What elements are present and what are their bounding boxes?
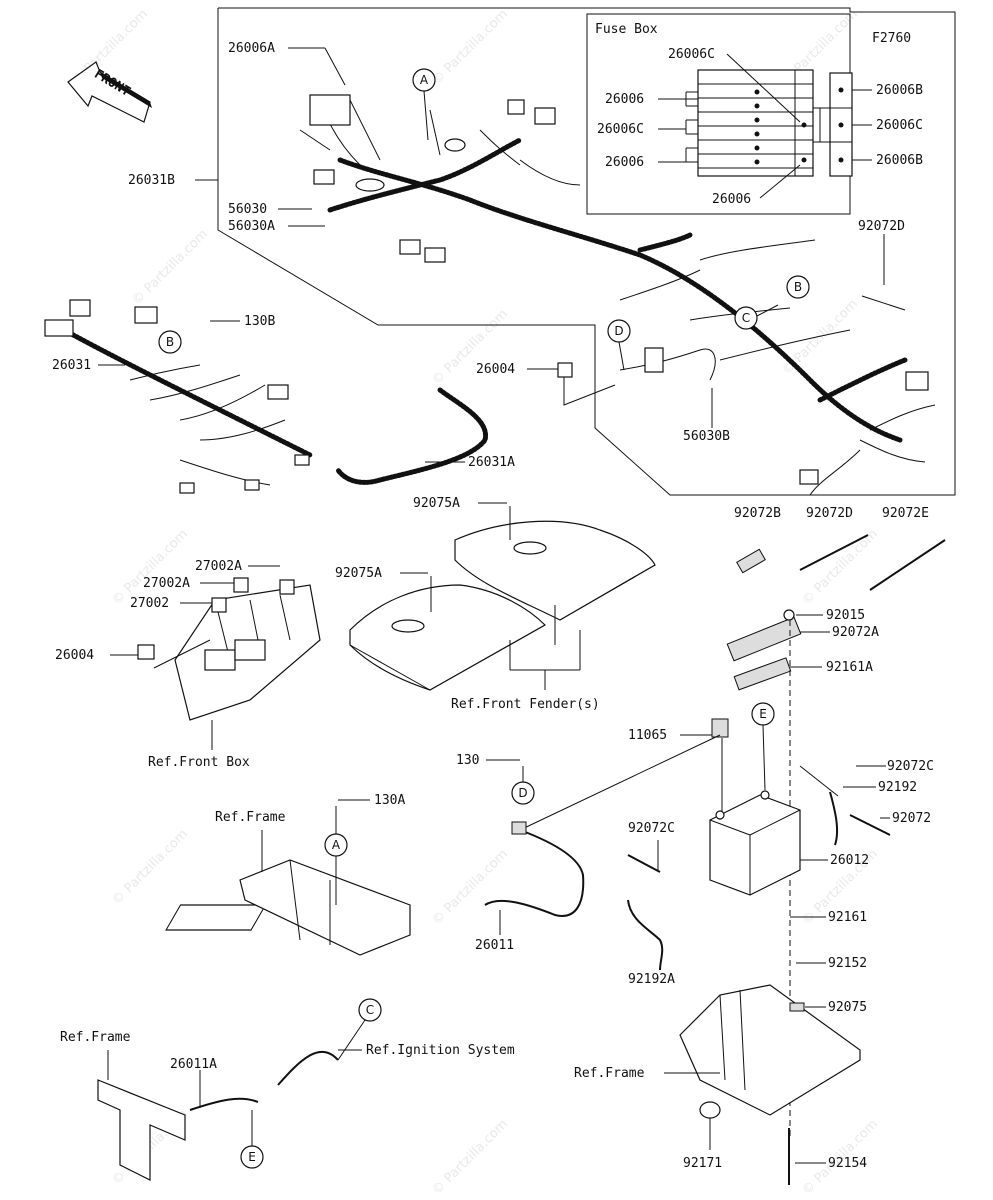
harness-26031A: [335, 387, 488, 485]
label-ref-front-box: Ref.Front Box: [148, 755, 250, 770]
label-26006C-top: 26006C: [668, 47, 715, 62]
label-92072E: 92072E: [882, 506, 929, 521]
label-26011A: 26011A: [170, 1057, 217, 1072]
label-130A: 130A: [374, 793, 405, 808]
fuse-block-right: [813, 72, 853, 177]
svg-text:B: B: [794, 280, 802, 294]
callout-D-top: D: [607, 319, 631, 343]
svg-text:A: A: [332, 838, 341, 852]
svg-text:B: B: [166, 335, 174, 349]
label-92072B: 92072B: [734, 506, 781, 521]
main-harness-26031B: [299, 94, 936, 496]
frame-section-3: [97, 1050, 186, 1181]
diagram-id: F2760: [872, 31, 911, 46]
label-26004-top: 26004: [476, 362, 515, 377]
label-92075: 92075: [828, 1000, 867, 1015]
label-26031: 26031: [52, 358, 91, 373]
front-arrow-icon: FRONT: [67, 61, 152, 123]
label-92154: 92154: [828, 1156, 867, 1171]
harness-26031: [44, 299, 313, 494]
frame-section-1: [239, 830, 411, 956]
svg-text:A: A: [420, 73, 429, 87]
label-56030B: 56030B: [683, 429, 730, 444]
label-26031A: 26031A: [468, 455, 515, 470]
battery-tray: [679, 984, 861, 1119]
label-26006C-b: 26006C: [597, 122, 644, 137]
label-92075A-mid: 92075A: [335, 566, 382, 581]
label-92171: 92171: [683, 1156, 722, 1171]
label-26006A: 26006A: [228, 41, 275, 56]
front-box: [137, 577, 321, 721]
label-26006B-a: 26006B: [876, 83, 923, 98]
callout-A-top: A: [412, 68, 436, 92]
svg-text:D: D: [614, 324, 623, 338]
label-92072C-left: 92072C: [628, 821, 675, 836]
svg-text:E: E: [759, 707, 767, 721]
label-92072C-right: 92072C: [887, 759, 934, 774]
harness-group-border: [217, 7, 956, 496]
label-27002A-2: 27002A: [143, 576, 190, 591]
label-92072: 92072: [892, 811, 931, 826]
label-26031B: 26031B: [128, 173, 175, 188]
callout-E-bottom: E: [240, 1145, 264, 1169]
strap-parts: [726, 534, 946, 691]
label-92192: 92192: [878, 780, 917, 795]
label-11065: 11065: [628, 728, 667, 743]
label-92152: 92152: [828, 956, 867, 971]
callout-D-mid: D: [511, 781, 535, 805]
fuse-leaders: [658, 53, 872, 199]
svg-text:C: C: [742, 311, 750, 325]
cable-26011A: [189, 1097, 259, 1111]
battery: [165, 790, 801, 931]
label-26006B-b: 26006B: [876, 153, 923, 168]
cable-92192A: [627, 899, 664, 971]
label-92015: 92015: [826, 608, 865, 623]
label-26012: 26012: [830, 853, 869, 868]
callout-A-mid: A: [324, 833, 348, 857]
part-11065: [711, 718, 729, 738]
label-27002A-1: 27002A: [195, 559, 242, 574]
main-leaders: [98, 47, 885, 463]
callout-B-right: B: [786, 275, 810, 299]
label-92072D-mid: 92072D: [806, 506, 853, 521]
callout-C-bottom: C: [358, 998, 382, 1022]
label-26006-bottom: 26006: [712, 192, 751, 207]
label-26006-a: 26006: [605, 92, 644, 107]
label-92192A: 92192A: [628, 972, 675, 987]
svg-text:D: D: [518, 786, 527, 800]
label-ref-front-fender: Ref.Front Fender(s): [451, 697, 600, 712]
label-92161A: 92161A: [826, 660, 873, 675]
svg-text:C: C: [366, 1003, 374, 1017]
label-26006C-right: 26006C: [876, 118, 923, 133]
callout-B-left: B: [158, 330, 182, 354]
label-26011: 26011: [475, 938, 514, 953]
svg-text:E: E: [248, 1150, 256, 1164]
label-26006-c: 26006: [605, 155, 644, 170]
label-56030A: 56030A: [228, 219, 275, 234]
label-92072A: 92072A: [832, 625, 879, 640]
label-56030: 56030: [228, 202, 267, 217]
part-26004-top: [557, 362, 573, 378]
label-ref-frame-1: Ref.Frame: [215, 810, 286, 825]
label-92161: 92161: [828, 910, 867, 925]
label-27002: 27002: [130, 596, 169, 611]
fuse-block-left: [697, 69, 814, 177]
label-ref-frame-2: Ref.Frame: [574, 1066, 645, 1081]
cable-26011: [484, 734, 721, 917]
label-ref-frame-3: Ref.Frame: [60, 1030, 131, 1045]
fuse-box-title: Fuse Box: [595, 22, 658, 37]
label-92072D-top: 92072D: [858, 219, 905, 234]
front-fenders: [349, 520, 656, 691]
callout-C-right: C: [734, 306, 758, 330]
label-130B: 130B: [244, 314, 275, 329]
label-130: 130: [456, 753, 479, 768]
label-ref-ignition: Ref.Ignition System: [366, 1043, 515, 1058]
label-92075A-top: 92075A: [413, 496, 460, 511]
label-26004-left: 26004: [55, 648, 94, 663]
callout-E-battery: E: [751, 702, 775, 726]
